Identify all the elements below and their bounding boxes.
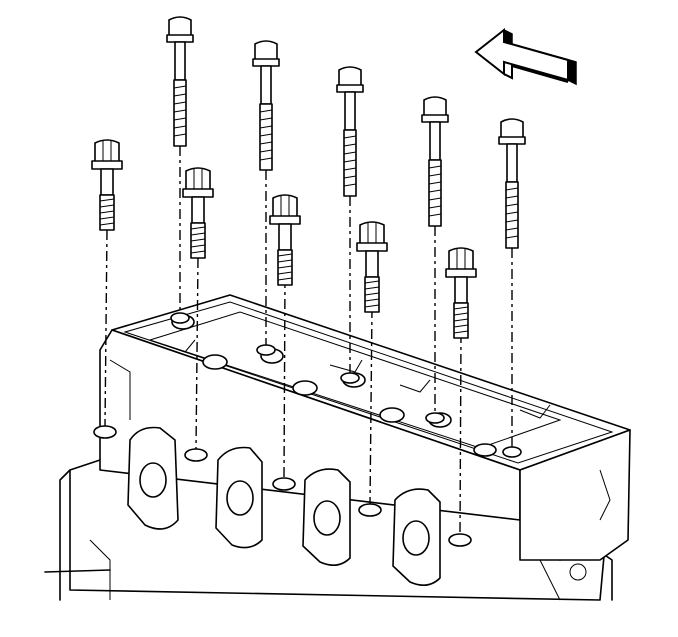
bolt-centerlines xyxy=(104,146,513,535)
long-bolt-4 xyxy=(421,96,449,227)
short-bolt-1 xyxy=(91,139,123,231)
short-bolt-5 xyxy=(445,247,477,339)
short-bolt-2 xyxy=(182,167,214,259)
short-head-bolts xyxy=(91,139,477,339)
long-bolt-3 xyxy=(336,66,364,197)
cylinder-head xyxy=(99,294,631,561)
long-head-bolts xyxy=(166,16,526,249)
front-direction-arrow-icon xyxy=(474,27,577,86)
long-bolt-1 xyxy=(166,16,194,147)
short-bolt-4 xyxy=(356,221,388,313)
long-bolt-5 xyxy=(498,118,526,249)
long-bolt-2 xyxy=(252,40,280,171)
short-bolt-3 xyxy=(269,194,301,286)
exhaust-port-flanges xyxy=(127,426,441,586)
